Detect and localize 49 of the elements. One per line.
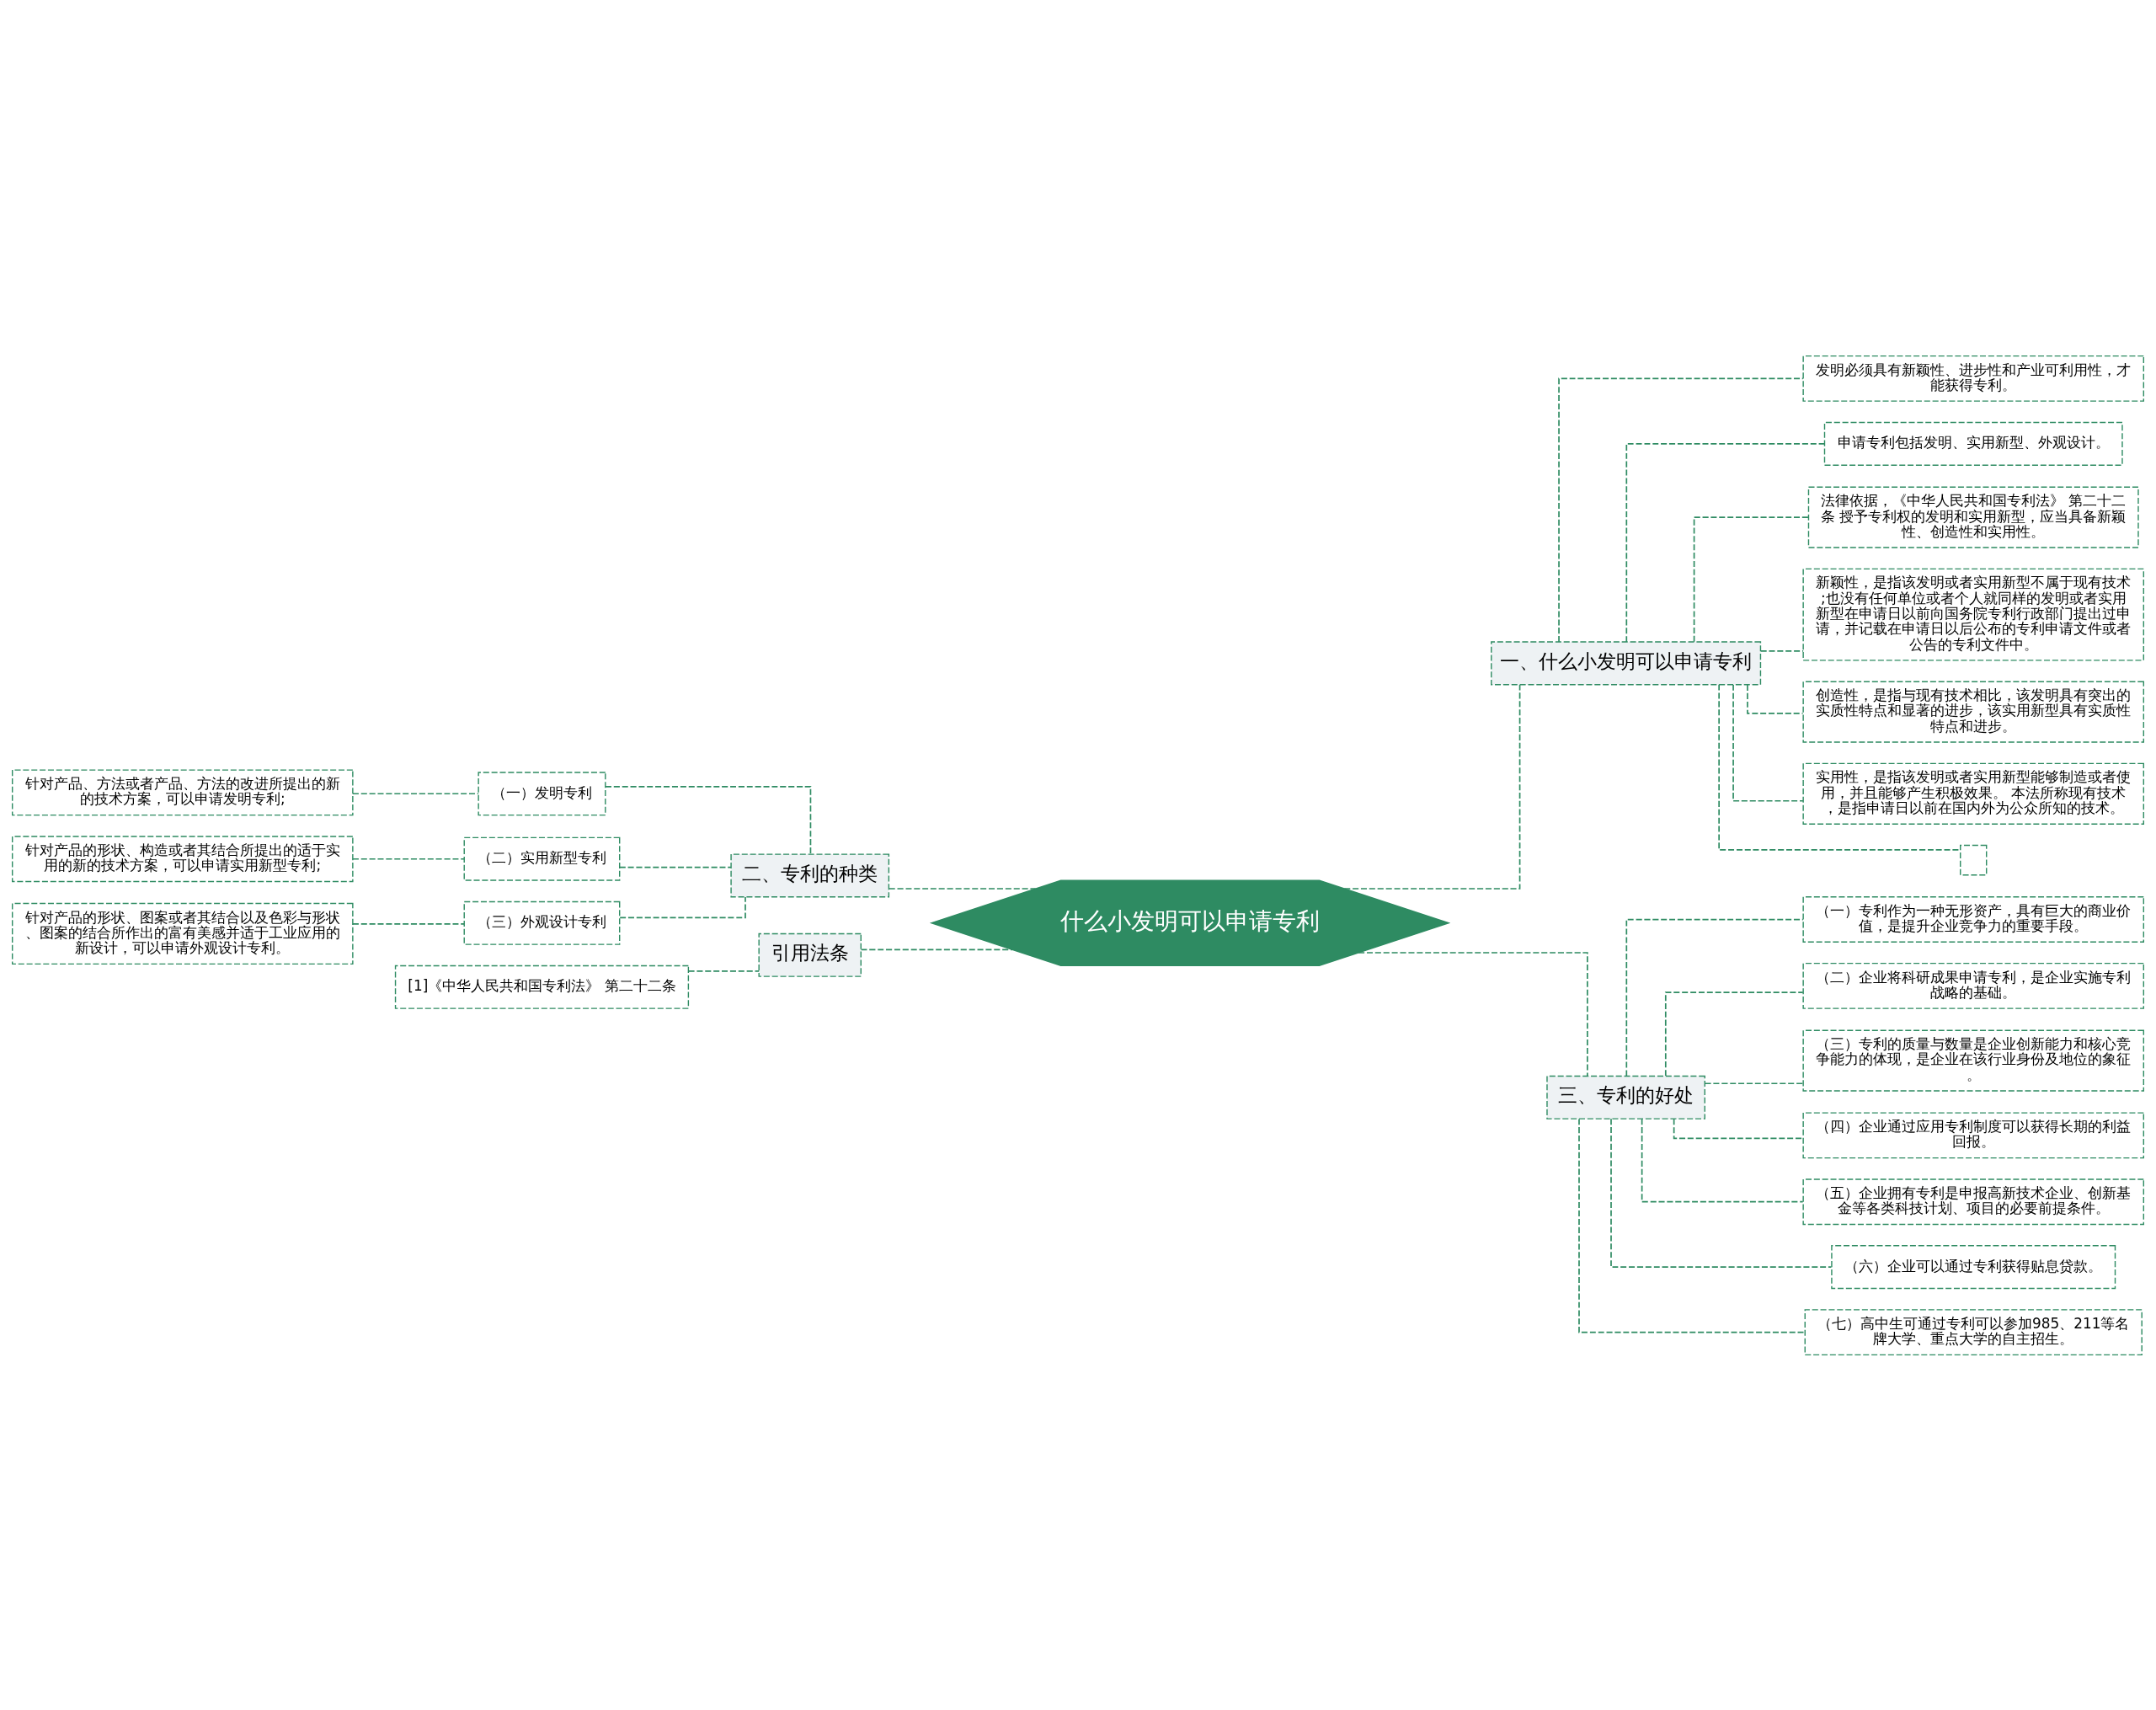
node-box: 发明必须具有新颖性、进步性和产业可利用性，才能获得专利。 (1802, 355, 2144, 402)
node-box: （一）专利作为一种无形资产，具有巨大的商业价值，是提升企业竞争力的重要手段。 (1802, 895, 2144, 943)
connector (1641, 1118, 1804, 1203)
node-box: 新颖性，是指该发明或者实用新型不属于现有技术;也没有任何单位或者个人就同样的发明或者实用新型在申请日以前向国务院专利行政部门提出过申请，并记载在申请日以后公布的专利申请文件或者公告的专利文件中。 (1802, 568, 2144, 661)
node-box: （五）企业拥有专利是申报高新技术企业、创新基金等各类科技计划、项目的必要前提条件。 (1802, 1178, 2144, 1225)
connector (1343, 683, 1521, 890)
node-box: 二、专利的种类 (730, 852, 890, 897)
connector (1358, 951, 1588, 1077)
node-box: 法律依据，《中华人民共和国专利法》 第二十二条 授予专利权的发明和实用新型，应当具备新颖性、创造性和实用性。 (1807, 486, 2139, 548)
node-box (1960, 844, 1988, 875)
node-box: 创造性，是指与现有技术相比，该发明具有突出的实质性特点和显著的进步，该实用新型具有实质性特点和进步。 (1802, 681, 2144, 743)
connector (1610, 1117, 1833, 1268)
connector (619, 895, 746, 918)
connector (888, 887, 1037, 890)
node-box: （七）高中生可通过专利可以参加985、211等名牌大学、重点大学的自主招生。 (1804, 1308, 2143, 1355)
connector (605, 785, 812, 855)
node-box: （六）企业可以通过专利获得贴息贷款。 (1831, 1244, 2116, 1289)
node-box: （二）实用新型专利 (463, 836, 621, 881)
node-box: （三）外观设计专利 (463, 900, 621, 945)
connector (1732, 683, 1804, 802)
connector (1747, 683, 1804, 714)
connector (1673, 1117, 1804, 1139)
connector (352, 792, 479, 794)
node-box: 申请专利包括发明、实用新型、外观设计。 (1823, 421, 2123, 466)
connector (1625, 918, 1804, 1077)
connector (352, 922, 465, 925)
connector (860, 949, 1013, 950)
node-box: （四）企业通过应用专利制度可以获得长期的利益回报。 (1802, 1111, 2144, 1158)
connector (352, 858, 465, 860)
connector (1558, 377, 1804, 643)
node-box: 一、什么小发明可以申请专利 (1491, 640, 1762, 685)
node-box: 实用性，是指该发明或者实用新型能够制造或者使用，并且能够产生积极效果。 本法所称现有技术，是指申请日以前在国内外为公众所知的技术。 (1802, 762, 2144, 825)
connector (1693, 516, 1810, 643)
connector (1704, 1082, 1804, 1084)
node-box: 引用法条 (758, 932, 862, 977)
node-box: （一）发明专利 (478, 771, 606, 815)
node-box: （三）专利的质量与数量是企业创新能力和核心竞争能力的体现，是企业在该行业身份及地位的象征。 (1802, 1029, 2144, 1092)
connector (1664, 991, 1804, 1077)
node-box: [1]《中华人民共和国专利法》 第二十二条 (394, 965, 690, 1009)
connector (687, 970, 760, 972)
connector (1578, 1118, 1806, 1333)
node-box: 针对产品的形状、构造或者其结合所提出的适于实用的新的技术方案，可以申请实用新型专利; (12, 835, 354, 882)
node-box: 针对产品、方法或者产品、方法的改进所提出的新的技术方案，可以申请发明专利; (12, 768, 354, 815)
connector (1625, 442, 1825, 643)
node-box: 三、专利的好处 (1546, 1075, 1705, 1120)
connector (1759, 649, 1804, 652)
connector (619, 866, 732, 868)
node-box: （二）企业将科研成果申请专利，是企业实施专利战略的基础。 (1802, 962, 2144, 1009)
node-box: 针对产品的形状、图案或者其结合以及色彩与形状、图案的结合所作出的富有美感并适于工业应用的新设计，可以申请外观设计专利。 (12, 902, 354, 965)
